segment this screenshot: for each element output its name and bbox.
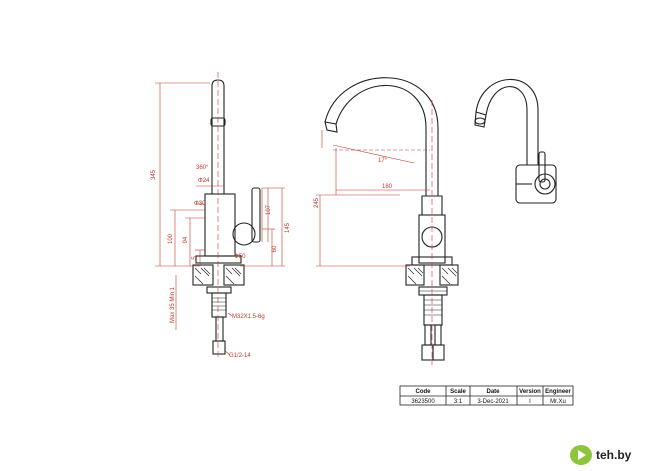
dim-overall-height: 345 [151,169,157,180]
counter-block-right [223,264,245,286]
dim-spout-diameter: Φ24 [198,178,210,184]
title-header-code: Code [416,389,432,395]
title-value-scale: 3:1 [454,399,463,405]
title-header-scale: Scale [450,389,466,395]
dim-base-5: 5 [192,256,198,260]
watermark: teh.by [570,445,662,465]
front-counter-left [405,264,425,286]
front-view-dimension-labels: 17° 180 245 [314,158,393,208]
dim-spout-tilt: 17° [378,158,388,164]
dim-lever-height-145: 145 [285,222,291,233]
dim-swivel-angle: 360° [196,165,209,171]
dim-spout-height: 245 [314,197,320,208]
dim-handle-length: 107 [266,204,272,215]
title-header-date: Date [486,389,500,395]
counter-block-left [192,264,214,286]
side-view-dimension-lines [155,82,285,356]
title-value-code: 3623500 [411,399,435,405]
dim-thread-main: M32X1.5-6g [232,314,265,320]
title-header-engineer: Engineer [545,389,571,395]
watermark-text: teh.by [596,448,632,462]
dim-thread-hose: G1/2-14 [229,353,251,359]
title-value-engineer: Mr.Xu [550,399,566,405]
title-header-version: Version [519,389,541,395]
front-counter-right [439,264,459,286]
dim-body-height-94: 94 [183,236,189,243]
dim-body-height-100: 100 [168,233,174,244]
dim-lever-height-60: 60 [272,245,278,252]
perspective-view [474,78,557,204]
front-view-dimension-lines [316,130,430,267]
side-view-dimension-labels: 345 360° Φ24 Φ30 107 100 94 145 60 5 Φ50… [151,165,291,359]
title-value-date: 3-Dec-2021 [477,399,509,405]
title-block: Code Scale Date Version Engineer 3623500… [399,385,574,406]
play-icon [570,445,592,465]
front-view [324,77,459,365]
dim-max-counter: Max 35 Min 1 [170,286,176,323]
side-view [192,72,261,360]
dim-base-diameter: Φ50 [234,254,246,260]
dim-body-diameter: Φ30 [194,201,206,207]
title-value-version: I [529,399,531,405]
dim-spout-reach: 180 [382,184,393,190]
